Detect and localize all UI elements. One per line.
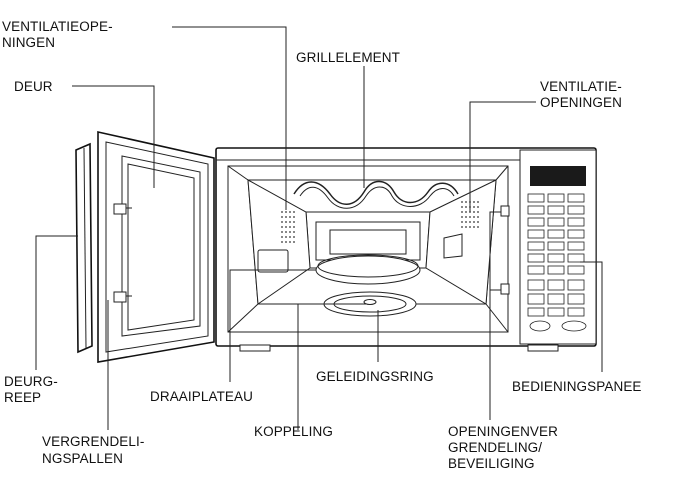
turntable <box>315 255 421 285</box>
ventilation-grille-left <box>281 211 295 243</box>
leader-lines <box>35 26 603 430</box>
control-buttons <box>527 193 587 332</box>
display <box>530 166 586 186</box>
label-bedieningspaneel: BEDIENINGSPANEE <box>512 379 642 394</box>
interlock-opening-bottom <box>500 283 510 295</box>
label-openingenvergrendeling-line2: GRENDELING/ <box>448 440 542 455</box>
label-deur: DEUR <box>14 79 53 94</box>
label-openingenvergrendeling-line1: OPENINGENVER <box>448 424 558 439</box>
grill-element <box>293 180 459 205</box>
label-ventilatieopeningen-right-line2: OPENINGEN <box>540 95 622 110</box>
ventilation-grille-right <box>461 201 479 228</box>
door <box>97 131 215 363</box>
label-ventilatieopeningen-left-line2: NINGEN <box>2 35 55 50</box>
label-draaiplateau: DRAAIPLATEAU <box>150 389 253 404</box>
label-ventilatieopeningen-left-line1: VENTILATIEOPE- <box>2 19 113 34</box>
door-latch-bottom <box>113 291 127 303</box>
label-koppeling: KOPPELING <box>254 424 333 439</box>
label-openingenvergrendeling-line3: BEVEILIGING <box>448 456 535 471</box>
coupling <box>363 299 377 305</box>
oven-cavity <box>227 165 509 333</box>
label-geleidingsring: GELEIDINGSRING <box>316 369 434 384</box>
door-latch-top <box>113 203 127 215</box>
labels: VENTILATIEOPE- NINGEN GRILLELEMENT DEUR … <box>2 19 642 471</box>
label-deurgreep-line2: REEP <box>4 390 41 405</box>
control-panel <box>519 149 597 345</box>
label-vergrendelingspallen-line1: VERGRENDELI- <box>42 434 144 449</box>
label-deurgreep-line1: DEURG- <box>4 374 58 389</box>
door-handle <box>75 142 93 354</box>
label-vergrendelingspallen-line2: NGSPALLEN <box>42 451 123 466</box>
label-ventilatieopeningen-right-line1: VENTILATIE- <box>540 79 622 94</box>
interlock-opening-top <box>500 205 510 217</box>
label-grillelement: GRILLELEMENT <box>296 50 400 65</box>
